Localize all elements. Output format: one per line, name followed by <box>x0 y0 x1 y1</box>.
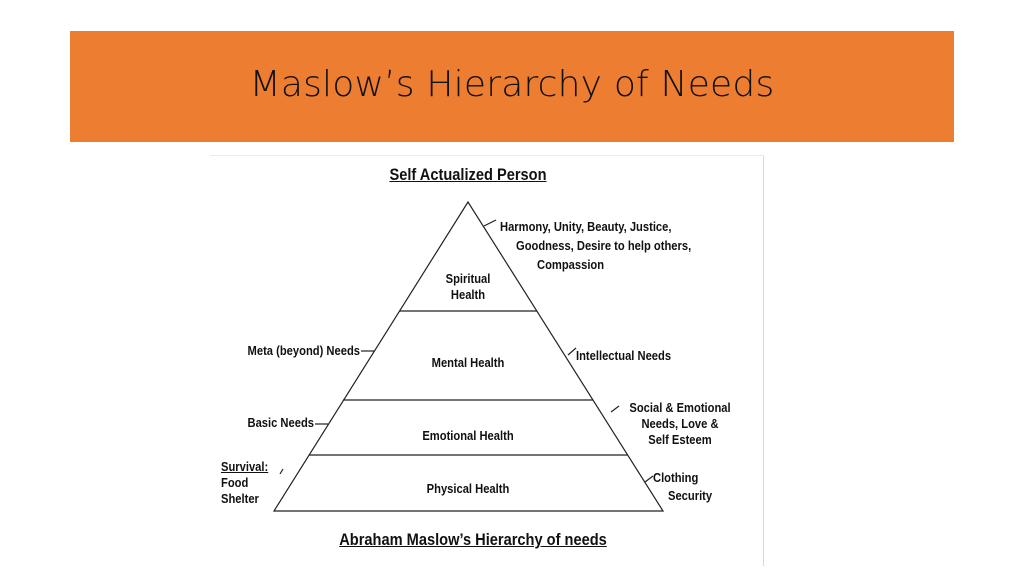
survival-food: Food <box>221 475 249 490</box>
note-social: Social & Emotional Needs, Love & Self Es… <box>616 400 743 448</box>
slide-title: Maslow’s Hierarchy of Needs <box>249 64 775 105</box>
title-bar: Maslow’s Hierarchy of Needs <box>70 31 954 142</box>
bottom-heading: Abraham Maslow’s Hierarchy of needs <box>339 530 607 549</box>
survival-heading: Survival: <box>221 459 269 474</box>
connector-intellectual <box>567 347 577 356</box>
level-spiritual-line1: Spiritual <box>445 271 491 286</box>
top-heading: Self Actualized Person <box>389 165 547 184</box>
pyramid-graphic <box>272 200 665 512</box>
survival-shelter: Shelter <box>221 491 259 506</box>
note-basic: Basic Needs <box>247 415 314 430</box>
level-emotional: Emotional Health <box>422 428 514 443</box>
note-spiritual-2: Goodness, Desire to help others, <box>516 238 692 253</box>
level-mental: Mental Health <box>431 355 505 370</box>
note-intellectual: Intellectual Needs <box>576 348 672 363</box>
note-clothing: Clothing <box>653 470 699 485</box>
connector-survival <box>279 468 284 475</box>
maslow-diagram: Self Actualized Person Spiritual Health … <box>210 155 764 566</box>
note-social-line1: Social & Emotional <box>629 400 731 415</box>
note-spiritual-3: Compassion <box>537 257 605 272</box>
note-spiritual-1: Harmony, Unity, Beauty, Justice, <box>500 219 672 234</box>
note-social-line3: Self Esteem <box>648 432 712 447</box>
note-survival: Survival: Food Shelter <box>221 459 268 507</box>
level-spiritual: Spiritual Health <box>434 271 503 303</box>
connector-social <box>610 405 620 413</box>
note-security: Security <box>668 488 713 503</box>
pyramid-outline <box>272 200 665 512</box>
level-physical: Physical Health <box>426 481 510 496</box>
connector-clothing <box>644 475 654 483</box>
note-meta: Meta (beyond) Needs <box>247 343 360 358</box>
level-spiritual-line2: Health <box>450 287 486 302</box>
note-social-line2: Needs, Love & <box>641 416 719 431</box>
connector-spiritual-note <box>483 219 497 227</box>
